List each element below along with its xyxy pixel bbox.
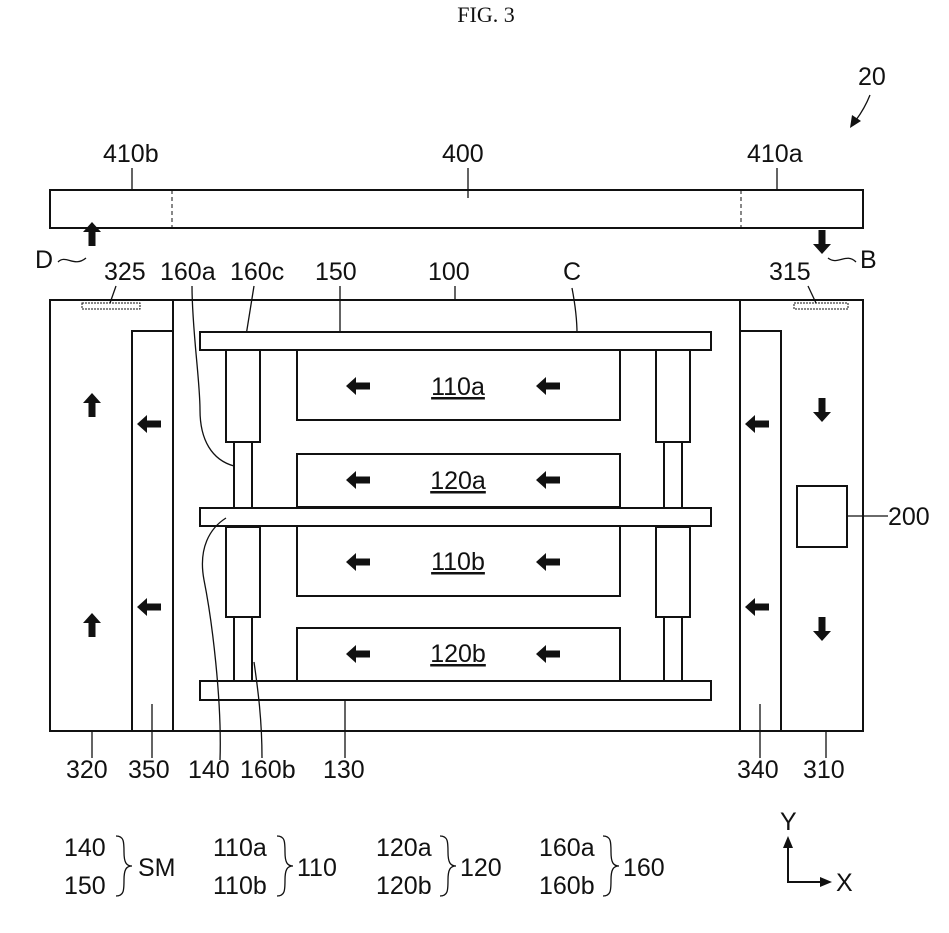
legend-1-item-1: 140	[64, 834, 106, 862]
label-410b: 410b	[103, 140, 159, 168]
label-410a: 410a	[747, 140, 803, 168]
post-left-top-rod	[234, 442, 252, 508]
label-100: 100	[428, 258, 470, 286]
channel-350	[132, 331, 173, 731]
axis-x-arrowhead	[820, 877, 832, 887]
legend-2-item-2: 110b	[213, 872, 267, 900]
module-label-120a: 120a	[430, 467, 486, 495]
label-325: 325	[104, 258, 146, 286]
legend-2-group: 110	[297, 854, 337, 882]
bar-130	[200, 681, 711, 700]
channel-340	[740, 331, 781, 731]
legend-4-item-2: 160b	[539, 872, 595, 900]
label-320: 320	[66, 756, 108, 784]
axis-y-arrowhead	[783, 836, 793, 848]
module-label-120b: 120b	[430, 640, 486, 668]
legend-3-item-1: 120a	[376, 834, 432, 862]
post-left-bottom	[226, 527, 260, 617]
bar-140	[200, 508, 711, 526]
label-340: 340	[737, 756, 779, 784]
plate-400	[50, 190, 863, 228]
box-200	[797, 486, 847, 547]
legend-4-group: 160	[623, 854, 665, 882]
legend-3-item-2: 120b	[376, 872, 432, 900]
label-350: 350	[128, 756, 170, 784]
arrow-down-B	[813, 230, 831, 254]
vent-315	[794, 303, 848, 309]
post-right-bottom	[656, 527, 690, 617]
post-right-bottom-rod	[664, 617, 682, 681]
label-150: 150	[315, 258, 357, 286]
ref-pointer	[856, 95, 870, 120]
label-400: 400	[442, 140, 484, 168]
label-310: 310	[803, 756, 845, 784]
ref-arrowhead	[850, 115, 861, 128]
label-200: 200	[888, 503, 930, 531]
axis-x-label: X	[836, 869, 853, 897]
legend-1-item-2: 150	[64, 872, 106, 900]
legend-3-brace	[440, 836, 456, 896]
leader-D	[58, 258, 86, 262]
label-130: 130	[323, 756, 365, 784]
legend-2-brace	[277, 836, 293, 896]
leader-B	[828, 258, 856, 262]
label-B: B	[860, 246, 877, 274]
module-label-110a: 110a	[431, 373, 485, 401]
label-C: C	[563, 258, 581, 286]
ref-numeral: 20	[858, 63, 886, 91]
figure-title: FIG. 3	[457, 2, 514, 27]
post-left-top	[226, 350, 260, 442]
axis-y-label: Y	[780, 808, 797, 836]
legend-1-group: SM	[138, 854, 176, 882]
label-160a: 160a	[160, 258, 216, 286]
legend-3-group: 120	[460, 854, 502, 882]
legend-2-item-1: 110a	[213, 834, 267, 862]
label-D: D	[35, 246, 53, 274]
post-right-top	[656, 350, 690, 442]
legend-4-brace	[603, 836, 619, 896]
label-140: 140	[188, 756, 230, 784]
bar-150	[200, 332, 711, 350]
legend-1-brace	[116, 836, 132, 896]
post-left-bottom-rod	[234, 617, 252, 681]
label-160c: 160c	[230, 258, 284, 286]
label-315: 315	[769, 258, 811, 286]
vent-325	[82, 303, 140, 309]
post-right-top-rod	[664, 442, 682, 508]
legend-4-item-1: 160a	[539, 834, 595, 862]
label-160b: 160b	[240, 756, 296, 784]
module-label-110b: 110b	[431, 548, 485, 576]
